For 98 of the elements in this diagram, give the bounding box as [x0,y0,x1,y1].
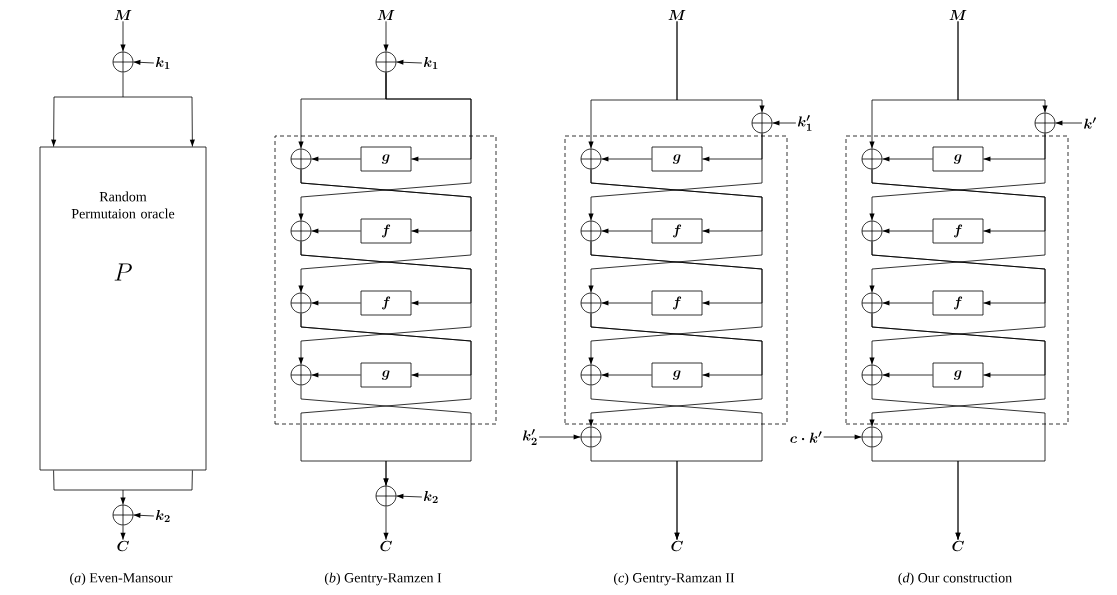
arrow [298,169,472,293]
dashed-boundary-box [845,135,1069,425]
arrow [538,434,581,440]
function-box: $f$ [932,290,984,316]
caption: (d) Our construction [898,572,1012,586]
caption: (b) Gentry-Ramzen I [324,572,442,586]
variable-label: $k_1$ [424,56,438,70]
arrow [120,20,126,52]
xor-symbol [861,220,883,242]
dashed-boundary-box [274,135,497,425]
function-box: $g$ [651,362,703,388]
xor-symbol [580,426,602,448]
arrow [53,470,126,505]
variable-label: $C$ [117,540,129,552]
xor-symbol [861,364,883,386]
arrow [957,20,1048,113]
function-box: $g$ [932,146,984,172]
arrow [396,59,423,65]
arrow [601,372,652,378]
arrow [588,241,763,365]
xor-symbol [1034,112,1056,134]
variable-label: $c \cdot k'$ [790,431,822,443]
arrow [120,525,126,541]
function-box: $f$ [651,290,703,316]
function-box: $g$ [932,362,984,388]
caption: (a) Even-Mansour [70,572,173,586]
arrow [772,120,797,126]
arrow [588,313,763,427]
arrow [588,133,763,221]
arrow [823,434,862,440]
xor-symbol [112,51,134,73]
function-box: $f$ [932,218,984,244]
arrow [298,241,472,365]
variable-label: $C$ [952,540,964,552]
arrow [298,72,472,221]
xor-symbol [751,112,773,134]
arrow [882,156,933,162]
arrow [311,300,361,306]
arrow [311,228,361,234]
variable-label: $C$ [671,540,683,552]
arrow [383,506,389,541]
xor-symbol [290,292,312,314]
arrow [676,20,765,113]
variable-label: $k_1$ [156,56,170,70]
arrow [882,300,933,306]
xor-symbol [375,51,397,73]
dashed-boundary-box [564,135,788,425]
variable-label: $C$ [380,540,392,552]
function-box: $f$ [651,218,703,244]
arrow [133,512,155,518]
arrow [590,447,680,541]
xor-symbol [290,220,312,242]
variable-label: $M$ [949,10,967,20]
xor-symbol [580,292,602,314]
xor-symbol [580,364,602,386]
arrow [601,228,652,234]
arrow [601,156,652,162]
arrow [300,385,472,486]
xor-symbol [861,148,883,170]
arrow [396,493,423,499]
variable-label: $M$ [668,10,686,20]
arrow [882,372,933,378]
xor-symbol [112,504,134,526]
xor-symbol [290,364,312,386]
arrow [51,72,124,147]
arrow [601,300,652,306]
arrow [869,241,1046,365]
xor-symbol [580,148,602,170]
xor-symbol [375,485,397,507]
variable-label: $k_2$ [424,490,438,504]
variable-label: $M$ [114,10,132,20]
xor-symbol [861,292,883,314]
arrow [869,313,1046,427]
arrow [1055,120,1083,126]
variable-label: $M$ [377,10,395,20]
variable-label: $k_2$ [156,509,170,523]
variable-label: $k'_2$ [523,429,537,445]
variable-label: $k'$ [1084,117,1096,129]
permutation-oracle-box: Random Permutaion oracle $P$ [39,146,207,471]
xor-symbol [580,220,602,242]
arrow [311,372,361,378]
variable-label: $k'_1$ [798,115,812,131]
arrow [588,169,763,293]
arrow [383,20,389,52]
function-box: $g$ [651,146,703,172]
arrow [882,228,933,234]
function-box: $f$ [360,218,412,244]
xor-symbol [290,148,312,170]
xor-symbol [861,426,883,448]
arrow [869,169,1046,293]
arrow [871,447,961,541]
arrow [869,133,1046,221]
function-box: $g$ [360,146,412,172]
arrow [311,156,361,162]
function-box: $f$ [360,290,412,316]
caption: (c) Gentry-Ramzan II [614,572,735,586]
arrow [133,59,155,65]
function-box: $g$ [360,362,412,388]
